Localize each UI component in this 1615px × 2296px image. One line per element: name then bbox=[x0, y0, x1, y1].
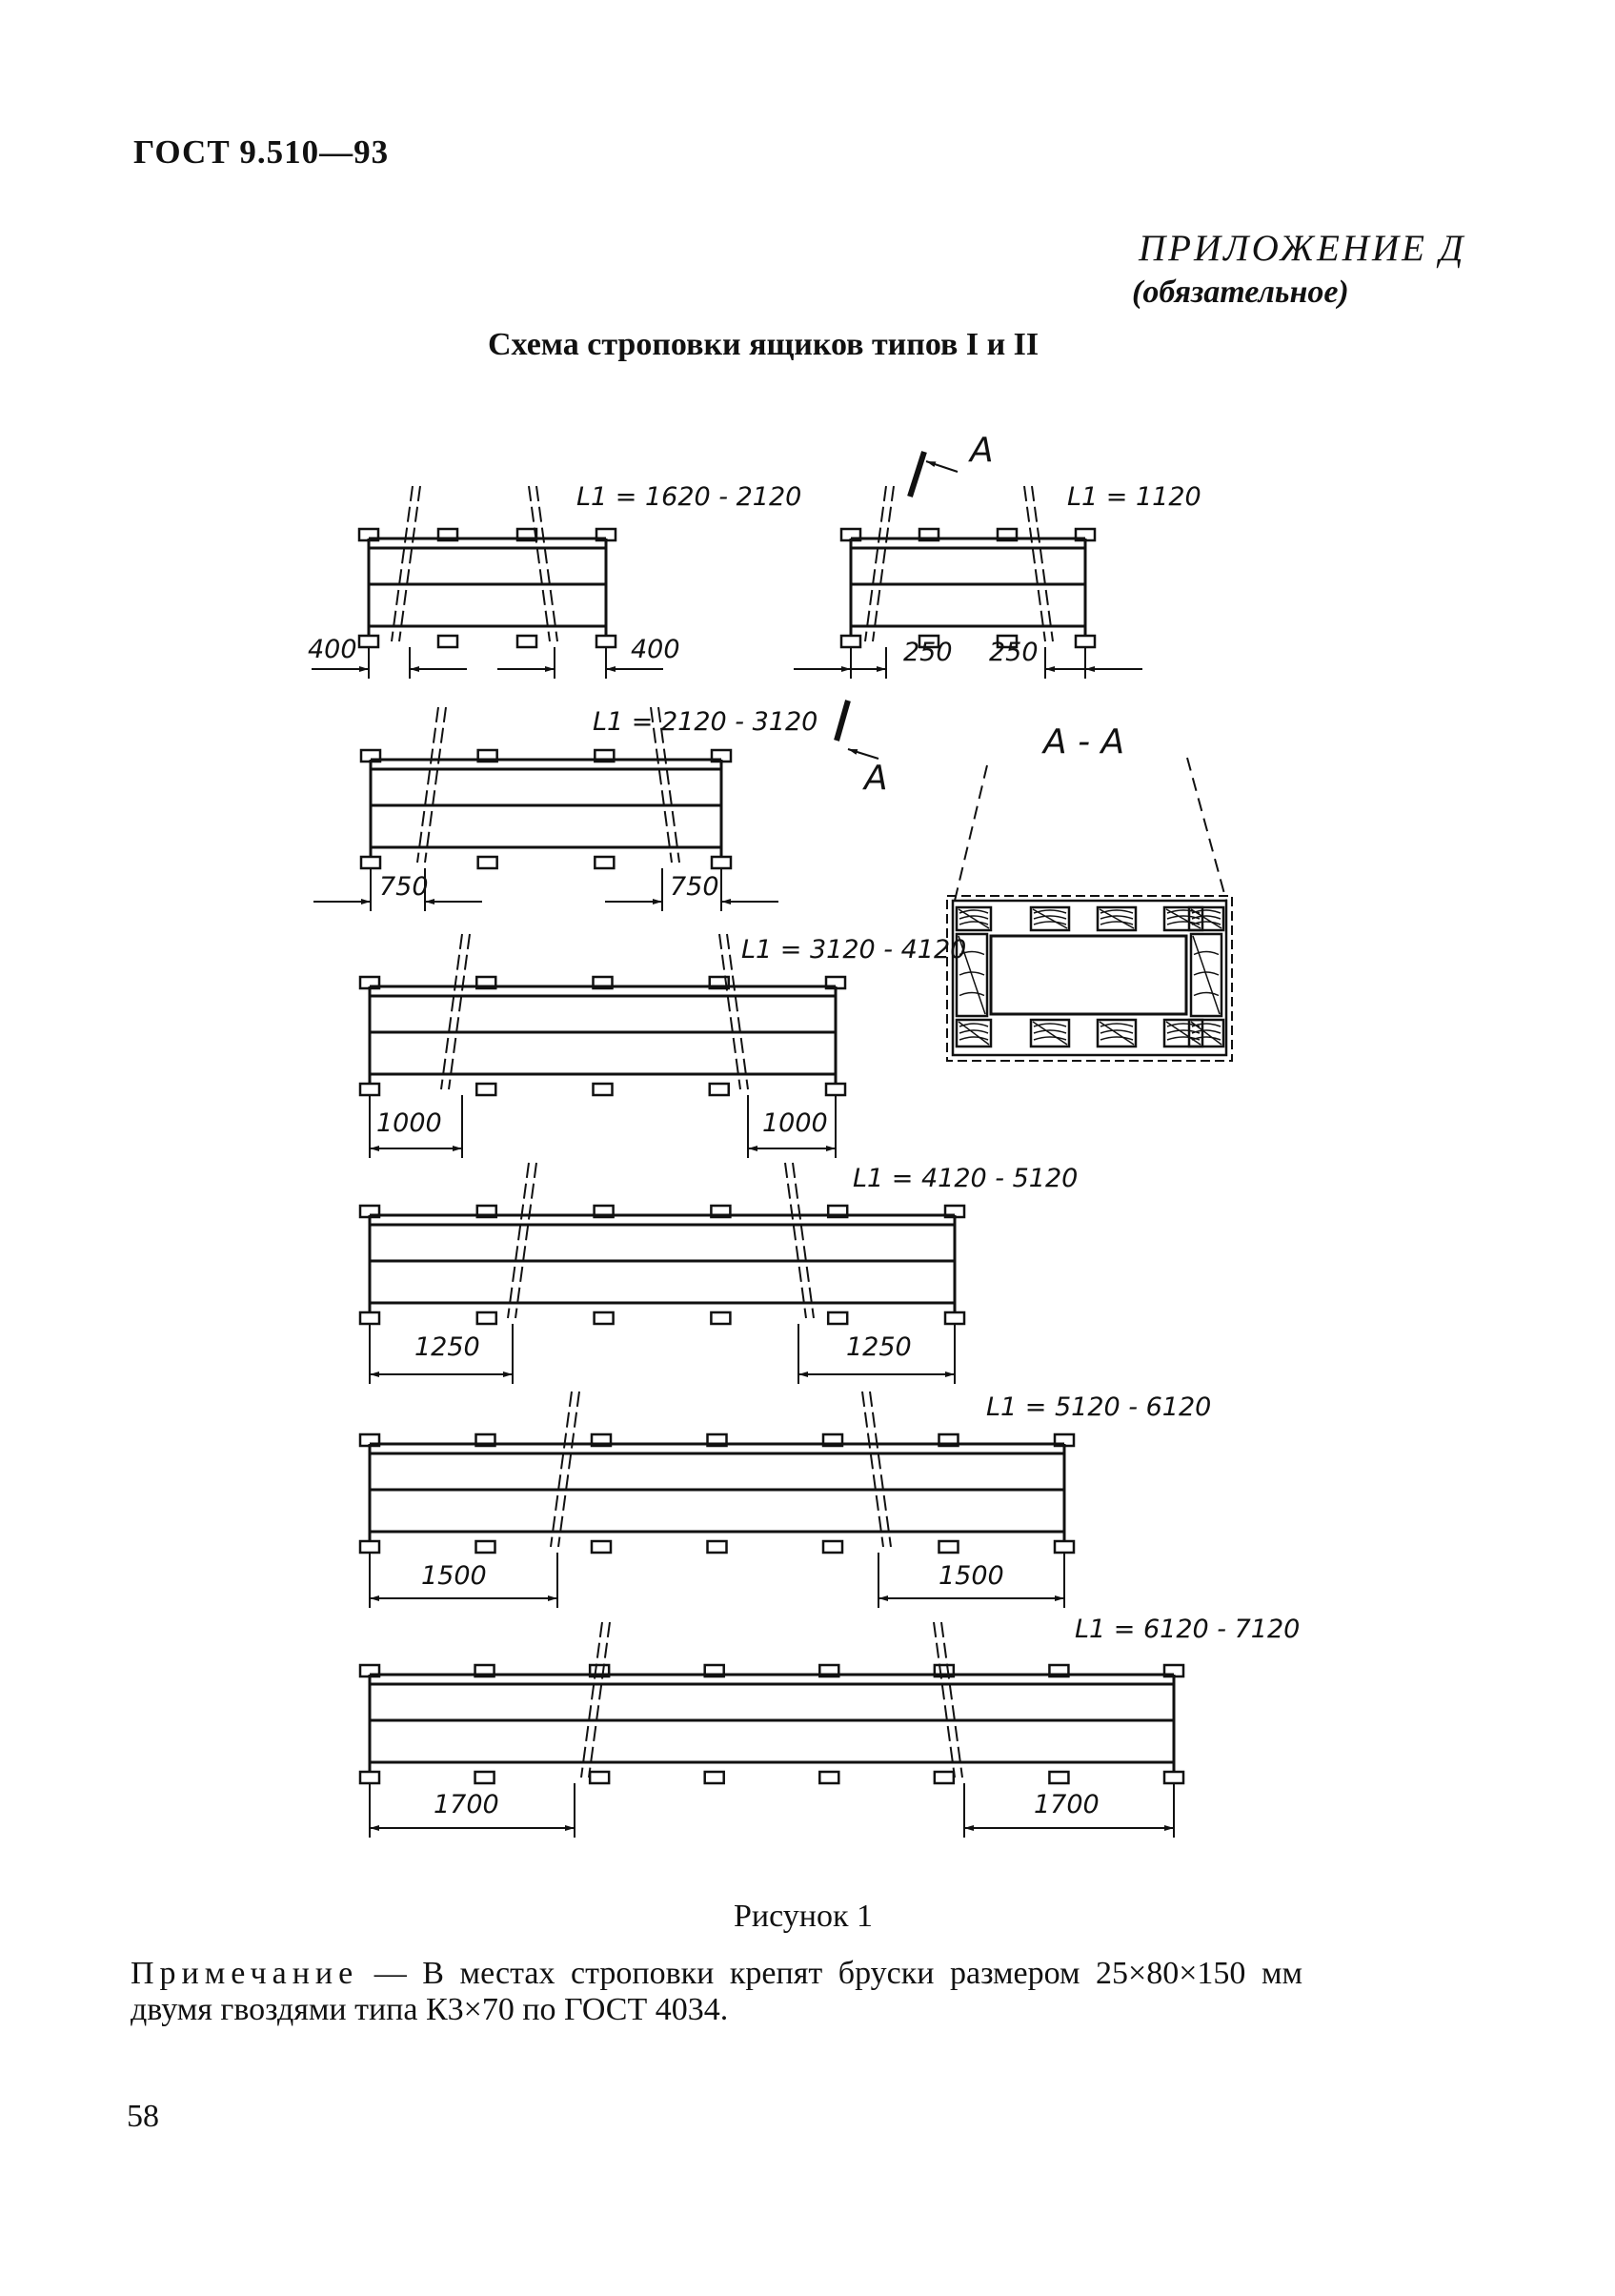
figure-caption: Рисунок 1 bbox=[734, 1899, 873, 1934]
timber-block bbox=[1096, 905, 1138, 932]
dimension-label: 250 bbox=[903, 638, 953, 667]
crate-length-label: L1 = 3120 - 4120 bbox=[741, 935, 966, 965]
crate-diagram: L1 = 2120 - 3120 750 750 bbox=[313, 706, 818, 911]
dimension-label: 400 bbox=[631, 635, 680, 664]
annex-title: ПРИЛОЖЕНИЕ Д bbox=[1139, 228, 1466, 269]
document-code: ГОСТ 9.510—93 bbox=[133, 133, 390, 171]
dimension-label: 750 bbox=[379, 872, 429, 902]
crate-diagram: L1 = 1620 - 2120 400 400 bbox=[308, 482, 801, 679]
crate-length-label: L1 = 2120 - 3120 bbox=[593, 707, 818, 737]
figure-title: Схема строповки ящиков типов I и II bbox=[488, 327, 1040, 362]
dimension-label: 1250 bbox=[846, 1332, 912, 1362]
dimension-label: 1700 bbox=[434, 1790, 499, 1819]
crate-length-label: L1 = 1620 - 2120 bbox=[576, 482, 801, 512]
timber-block bbox=[1187, 905, 1225, 932]
crate-diagram: L1 = 3120 - 4120 1000 1000 bbox=[358, 933, 966, 1158]
timber-block bbox=[1029, 1018, 1071, 1048]
timber-block bbox=[1162, 1018, 1204, 1048]
crate-length-label: L1 = 1120 bbox=[1067, 482, 1201, 512]
section-letter-upper: А bbox=[968, 431, 994, 470]
dimension-label: 400 bbox=[308, 635, 357, 664]
dimension-label: 250 bbox=[989, 638, 1039, 667]
dimension-label: 1500 bbox=[421, 1561, 487, 1591]
timber-block bbox=[955, 932, 989, 1018]
dimension-label: 1000 bbox=[376, 1108, 442, 1138]
dimension-label: 1500 bbox=[939, 1561, 1004, 1591]
crate-diagram: L1 = 6120 - 7120 1700 1700 bbox=[358, 1615, 1300, 1838]
page-number: 58 bbox=[127, 2099, 159, 2134]
dimension-label: 1250 bbox=[414, 1332, 480, 1362]
timber-block bbox=[955, 905, 993, 932]
dimension-label: 750 bbox=[670, 872, 719, 902]
crate-length-label: L1 = 4120 - 5120 bbox=[853, 1164, 1078, 1193]
section-label: А - А bbox=[1041, 722, 1124, 762]
dimension-label: 1700 bbox=[1034, 1790, 1100, 1819]
crate-diagram: L1 = 1120 250 250 bbox=[794, 482, 1201, 679]
timber-block bbox=[1096, 1018, 1138, 1048]
timber-block bbox=[1029, 905, 1071, 932]
crate-length-label: L1 = 6120 - 7120 bbox=[1075, 1615, 1300, 1644]
timber-block bbox=[955, 1018, 993, 1048]
section-mark-lower: А bbox=[834, 700, 888, 798]
crate-diagram: L1 = 4120 - 5120 1250 1250 bbox=[358, 1162, 1078, 1384]
note-lead: Примечание bbox=[131, 1956, 359, 1991]
timber-block bbox=[1187, 1018, 1225, 1048]
crate-length-label: L1 = 5120 - 6120 bbox=[986, 1392, 1211, 1422]
cross-section-a-a: А - А bbox=[946, 722, 1233, 1062]
section-mark-upper: А bbox=[907, 431, 994, 498]
note-text: — В местах строповки крепят бруски разме… bbox=[131, 1956, 1302, 2027]
crate-diagram: L1 = 5120 - 6120 1500 1500 bbox=[358, 1391, 1211, 1608]
annex-status: (обязательное) bbox=[1132, 274, 1349, 310]
timber-block bbox=[1189, 932, 1223, 1018]
note-paragraph: Примечание — В местах строповки крепят б… bbox=[131, 1956, 1302, 2028]
section-letter-lower: А bbox=[862, 759, 888, 798]
dimension-label: 1000 bbox=[762, 1108, 828, 1138]
